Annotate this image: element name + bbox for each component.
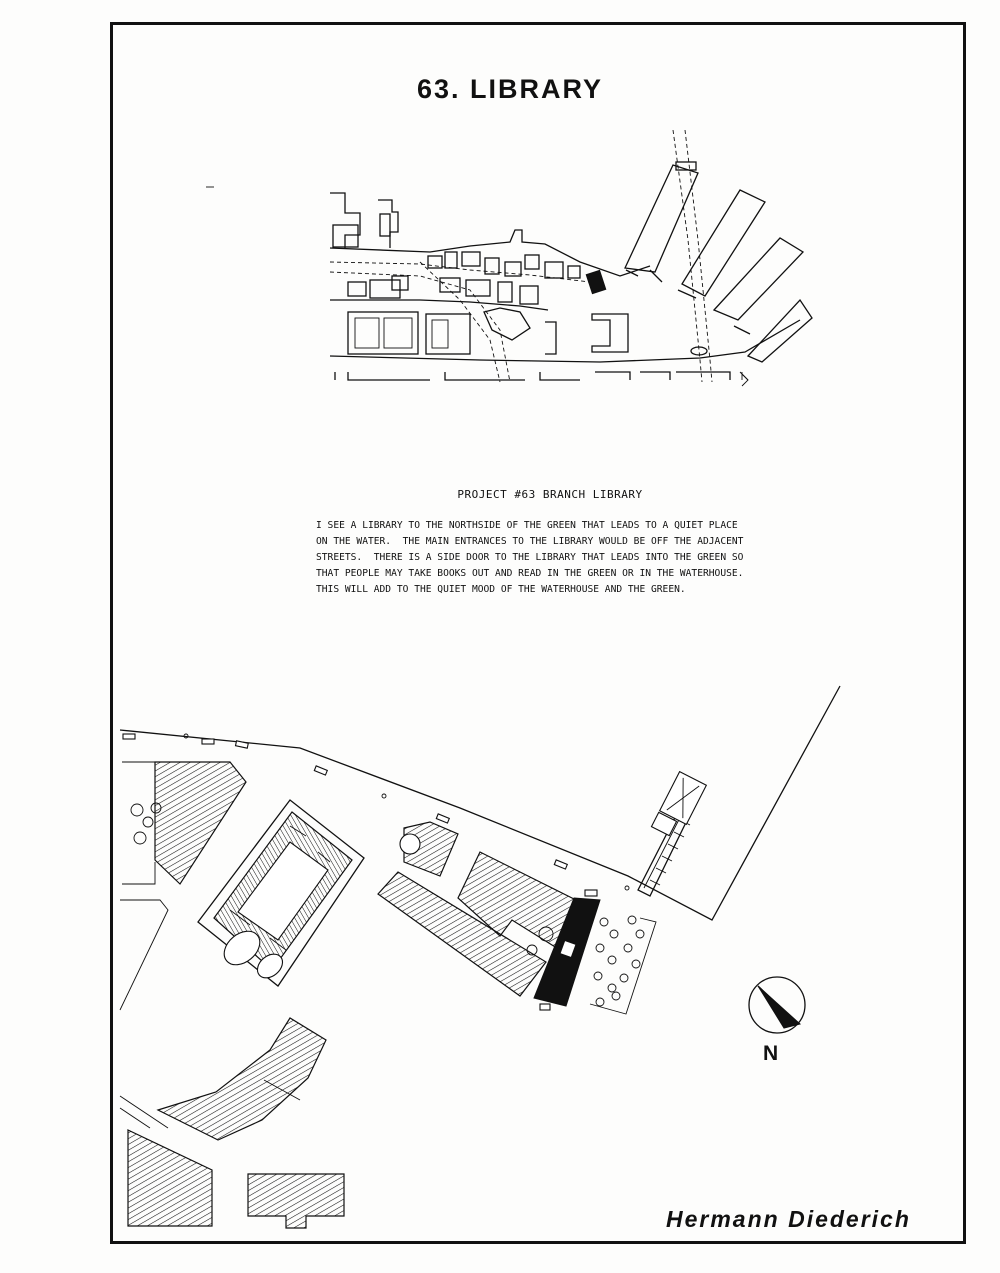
key-plan bbox=[206, 129, 813, 387]
north-arrow bbox=[748, 976, 806, 1034]
description-line: ON THE WATER. THE MAIN ENTRANCES TO THE … bbox=[316, 536, 744, 547]
page-title: 63. LIBRARY bbox=[416, 74, 604, 104]
green-trees bbox=[526, 915, 657, 1015]
description-line: I SEE A LIBRARY TO THE NORTHSIDE OF THE … bbox=[316, 520, 738, 531]
description-line: STREETS. THERE IS A SIDE DOOR TO THE LIB… bbox=[316, 552, 744, 563]
description-line: THAT PEOPLE MAY TAKE BOOKS OUT AND READ … bbox=[316, 568, 744, 579]
project-description: I SEE A LIBRARY TO THE NORTHSIDE OF THE … bbox=[316, 518, 778, 598]
detail-plan bbox=[119, 685, 841, 1229]
project-heading: PROJECT #63 BRANCH LIBRARY bbox=[457, 488, 643, 501]
author-signature: Hermann Diederich bbox=[666, 1206, 911, 1232]
description-line: THIS WILL ADD TO THE QUIET MOOD OF THE W… bbox=[316, 584, 686, 595]
sheet-border bbox=[110, 22, 966, 1244]
north-label: N bbox=[763, 1042, 779, 1065]
